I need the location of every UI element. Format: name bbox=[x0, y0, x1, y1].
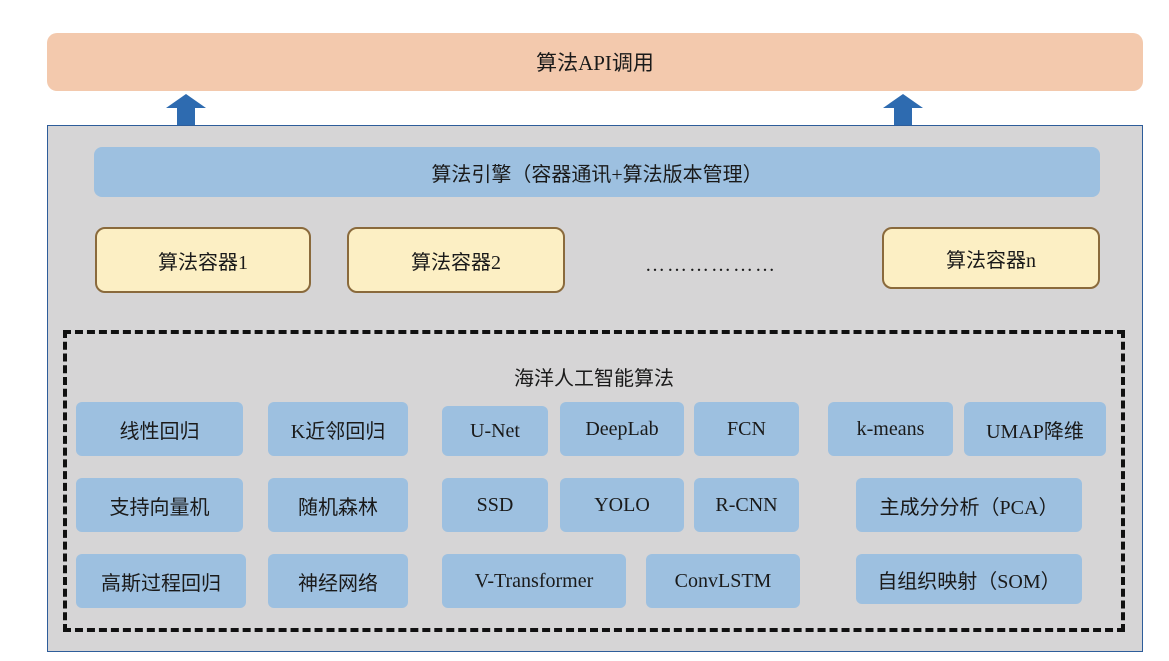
up-arrow-icon bbox=[883, 94, 923, 126]
algorithm-engine-bar: 算法引擎（容器通讯+算法版本管理） bbox=[94, 147, 1100, 197]
algorithm-box: FCN bbox=[694, 402, 799, 456]
algorithm-label: 线性回归 bbox=[119, 420, 200, 443]
algorithm-box: 线性回归 bbox=[76, 402, 243, 456]
algorithm-label: FCN bbox=[727, 417, 766, 440]
algorithm-label: K近邻回归 bbox=[290, 420, 386, 443]
container-label: 算法容器2 bbox=[411, 251, 501, 274]
algorithm-box: 高斯过程回归 bbox=[76, 554, 246, 608]
algorithm-label: R-CNN bbox=[715, 493, 778, 516]
ocean-ai-section-title: 海洋人工智能算法 bbox=[514, 368, 674, 390]
algorithm-label: 自组织映射（SOM） bbox=[877, 570, 1061, 593]
algorithm-container-2: 算法容器2 bbox=[347, 227, 565, 293]
container-label: 算法容器n bbox=[946, 249, 1036, 272]
algorithm-label: k-means bbox=[856, 417, 925, 440]
algorithm-box: DeepLab bbox=[560, 402, 684, 456]
algorithm-box: YOLO bbox=[560, 478, 684, 532]
ocean-ai-section bbox=[63, 330, 1125, 632]
algorithm-label: V-Transformer bbox=[474, 569, 594, 592]
algorithm-container-1: 算法容器1 bbox=[95, 227, 311, 293]
algorithm-box: UMAP降维 bbox=[964, 402, 1106, 456]
algorithm-engine-label: 算法引擎（容器通讯+算法版本管理） bbox=[431, 163, 763, 186]
algorithm-box: k-means bbox=[828, 402, 953, 456]
up-arrow-icon bbox=[166, 94, 206, 126]
algorithm-box: V-Transformer bbox=[442, 554, 626, 608]
algorithm-label: DeepLab bbox=[585, 417, 659, 440]
container-label: 算法容器1 bbox=[158, 251, 248, 274]
algorithm-label: 高斯过程回归 bbox=[101, 572, 221, 595]
algorithm-box: R-CNN bbox=[694, 478, 799, 532]
algorithm-label: ConvLSTM bbox=[674, 569, 772, 592]
algorithm-label: YOLO bbox=[594, 493, 650, 516]
algorithm-box: 神经网络 bbox=[268, 554, 408, 608]
api-call-label: 算法API调用 bbox=[536, 51, 654, 75]
algorithm-box: SSD bbox=[442, 478, 548, 532]
algorithm-box: ConvLSTM bbox=[646, 554, 800, 608]
algorithm-label: 神经网络 bbox=[298, 572, 378, 595]
algorithm-box: K近邻回归 bbox=[268, 402, 408, 456]
ellipsis: ……………… bbox=[645, 254, 777, 276]
algorithm-container-n: 算法容器n bbox=[882, 227, 1100, 289]
algorithm-box: U-Net bbox=[442, 406, 548, 456]
algorithm-label: SSD bbox=[476, 493, 514, 516]
algorithm-box: 支持向量机 bbox=[76, 478, 243, 532]
algorithm-box: 自组织映射（SOM） bbox=[856, 554, 1082, 604]
algorithm-label: 主成分分析（PCA） bbox=[879, 496, 1059, 519]
algorithm-box: 主成分分析（PCA） bbox=[856, 478, 1082, 532]
algorithm-label: 随机森林 bbox=[298, 496, 378, 519]
algorithm-label: U-Net bbox=[470, 419, 520, 442]
algorithm-label: UMAP降维 bbox=[986, 420, 1084, 443]
algorithm-box: 随机森林 bbox=[268, 478, 408, 532]
api-call-bar: 算法API调用 bbox=[47, 33, 1143, 91]
algorithm-label: 支持向量机 bbox=[109, 496, 210, 519]
